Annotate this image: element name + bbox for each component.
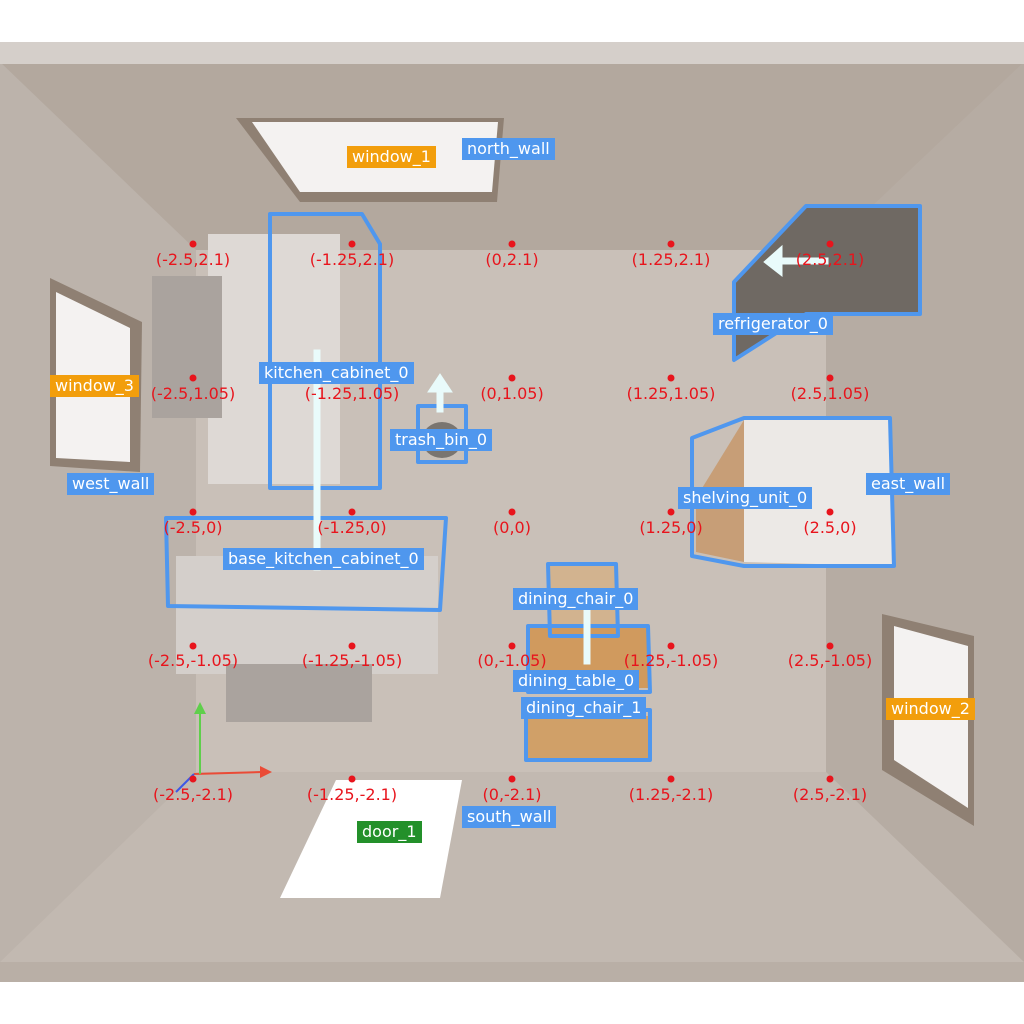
dining-table-label: dining_table_0 xyxy=(513,670,640,692)
coord-dot xyxy=(508,374,516,382)
coord-dot xyxy=(667,240,675,248)
east-wall-label: east_wall xyxy=(866,473,951,495)
coord-label: (1.25,2.1) xyxy=(631,250,711,269)
coord-dot xyxy=(667,775,675,783)
top-strip xyxy=(0,42,1024,64)
coord-label: (-1.25,1.05) xyxy=(304,384,400,403)
coord-label: (-2.5,1.05) xyxy=(150,384,236,403)
coord-dot xyxy=(826,775,834,783)
coord-label: (2.5,-2.1) xyxy=(792,785,868,804)
y-axis-head xyxy=(194,702,206,714)
coord-dot xyxy=(826,508,834,516)
dining-chair-0-bbox xyxy=(546,562,620,638)
shelving-unit-body xyxy=(744,418,892,566)
trash-bin-arrow-shaft xyxy=(436,389,444,413)
coord-dot xyxy=(667,642,675,650)
coord-label: (1.25,0) xyxy=(639,518,703,537)
coord-dot xyxy=(348,508,356,516)
coord-label: (-1.25,2.1) xyxy=(309,250,395,269)
coord-label: (2.5,-1.05) xyxy=(787,651,873,670)
base-kitchen-cabinet-bbox xyxy=(164,516,448,612)
refrigerator-arrow-shaft xyxy=(779,257,829,265)
trash-bin-label: trash_bin_0 xyxy=(390,429,493,451)
coord-label: (0,0) xyxy=(493,518,531,537)
refrigerator-label: refrigerator_0 xyxy=(713,313,833,335)
south-wall-face xyxy=(0,772,1024,962)
coord-dot xyxy=(667,374,675,382)
coord-label: (-1.25,-1.05) xyxy=(301,651,403,670)
coord-dot xyxy=(826,642,834,650)
coord-label: (2.5,0) xyxy=(803,518,857,537)
coord-label: (1.25,-2.1) xyxy=(628,785,714,804)
window-2-label: window_2 xyxy=(886,698,975,720)
refrigerator-bbox xyxy=(732,204,922,362)
coord-dot xyxy=(348,642,356,650)
world-axes xyxy=(175,702,272,793)
south-wall-label: south_wall xyxy=(462,806,557,828)
coord-dot xyxy=(826,374,834,382)
dining-chair-1-label: dining_chair_1 xyxy=(521,697,647,719)
coord-label: (2.5,2.1) xyxy=(795,250,865,269)
shelving-unit-label: shelving_unit_0 xyxy=(678,487,813,509)
coord-dot xyxy=(189,508,197,516)
kitchen-cabinet-arrow xyxy=(313,349,321,571)
coord-dot xyxy=(667,508,675,516)
west-wall-face xyxy=(0,62,196,962)
coord-label: (2.5,1.05) xyxy=(790,384,870,403)
coord-dot xyxy=(508,775,516,783)
coord-dot xyxy=(189,374,197,382)
coord-dot xyxy=(508,240,516,248)
coord-dot xyxy=(189,642,197,650)
coord-label: (1.25,-1.05) xyxy=(623,651,719,670)
coord-label: (0,2.1) xyxy=(485,250,539,269)
shelving-unit-bbox xyxy=(690,416,896,568)
coord-label: (-2.5,0) xyxy=(163,518,223,537)
coord-label: (1.25,1.05) xyxy=(626,384,716,403)
coord-dot xyxy=(189,240,197,248)
coord-dot xyxy=(508,642,516,650)
coord-dot xyxy=(189,775,197,783)
x-axis-head xyxy=(260,766,272,778)
coord-label: (-2.5,2.1) xyxy=(155,250,231,269)
dining-chair-0-label: dining_chair_0 xyxy=(513,588,639,610)
window-3-label: window_3 xyxy=(50,375,139,397)
base-kitchen-cabinet-label: base_kitchen_cabinet_0 xyxy=(223,548,424,570)
door-1-label: door_1 xyxy=(357,821,422,843)
west-wall-label: west_wall xyxy=(67,473,155,495)
coord-label: (-1.25,0) xyxy=(317,518,387,537)
coord-label: (0,-2.1) xyxy=(482,785,542,804)
base-cabinet-body xyxy=(176,556,438,674)
window-1-label: window_1 xyxy=(347,146,436,168)
coord-dot xyxy=(826,240,834,248)
coord-label: (0,-1.05) xyxy=(477,651,547,670)
coord-label: (-2.5,-2.1) xyxy=(152,785,234,804)
coord-dot xyxy=(348,775,356,783)
north-wall-label: north_wall xyxy=(462,138,555,160)
coord-dot xyxy=(348,240,356,248)
coord-label: (0,1.05) xyxy=(480,384,544,403)
coord-label: (-2.5,-1.05) xyxy=(147,651,239,670)
dining-chair-1-body xyxy=(528,716,648,758)
base-cabinet-door xyxy=(226,664,372,722)
coord-label: (-1.25,-2.1) xyxy=(306,785,398,804)
x-axis xyxy=(193,771,263,775)
coord-dot xyxy=(508,508,516,516)
kitchen-cabinet-door xyxy=(152,276,222,418)
orientation-arrows xyxy=(313,244,829,665)
kitchen-cabinet-label: kitchen_cabinet_0 xyxy=(259,362,414,384)
